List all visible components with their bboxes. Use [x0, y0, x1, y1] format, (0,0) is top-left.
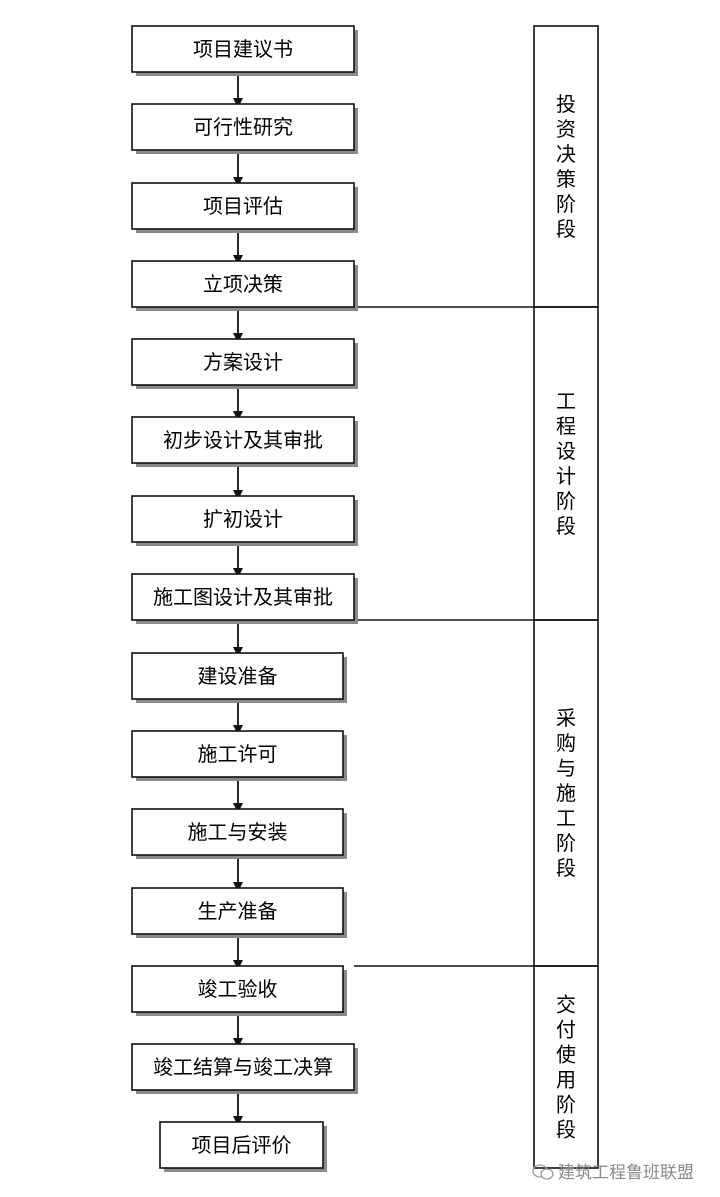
step-box-frame	[131, 103, 355, 151]
step-label: 施工与安装	[188, 820, 288, 844]
step-box-frame	[131, 495, 355, 543]
phase-section: 交付使用阶段	[354, 965, 599, 1169]
step-box: 施工图设计及其审批	[131, 573, 358, 624]
phase-label: 交付使用阶段	[556, 993, 576, 1142]
step-label: 立项决策	[203, 272, 283, 296]
phase-column	[533, 965, 599, 1169]
step-box: 扩初设计	[131, 495, 358, 546]
step-box-frame	[131, 25, 355, 73]
step-box-frame	[131, 652, 344, 700]
watermark-text: 建筑工程鲁班联盟	[558, 1163, 694, 1183]
step-box-frame	[131, 965, 344, 1013]
step-box: 项目建议书	[131, 25, 358, 76]
step-box-frame	[131, 260, 355, 308]
step-label: 生产准备	[198, 899, 278, 923]
step-label: 项目建议书	[193, 37, 293, 61]
watermark: 建筑工程鲁班联盟	[532, 1158, 694, 1183]
step-label: 项目评估	[203, 194, 283, 218]
step-label: 竣工结算与竣工决算	[153, 1055, 333, 1079]
step-box-frame	[131, 573, 355, 621]
step-box: 施工许可	[131, 730, 347, 781]
step-box: 竣工结算与竣工决算	[131, 1043, 358, 1094]
phase-label: 工程设计阶段	[556, 389, 576, 538]
step-label: 建设准备	[198, 664, 278, 688]
step-box: 建设准备	[131, 652, 347, 703]
step-box-frame	[159, 1121, 324, 1169]
phase-label: 投资决策阶段	[556, 92, 576, 241]
step-box-frame	[131, 887, 344, 935]
step-box-frame	[131, 338, 355, 386]
step-label: 初步设计及其审批	[163, 428, 323, 452]
step-label: 方案设计	[203, 350, 283, 374]
step-box: 竣工验收	[131, 965, 347, 1016]
step-box-frame	[131, 808, 344, 856]
step-label: 可行性研究	[193, 115, 293, 139]
step-box: 项目评估	[131, 182, 358, 233]
step-label: 竣工验收	[198, 977, 278, 1001]
phase-section: 工程设计阶段	[354, 306, 599, 621]
step-box: 施工与安装	[131, 808, 347, 859]
phase-section: 采购与施工阶段	[354, 619, 599, 967]
step-label: 项目后评价	[192, 1133, 292, 1157]
step-label: 扩初设计	[203, 507, 283, 531]
step-label: 施工图设计及其审批	[153, 585, 333, 609]
step-box: 立项决策	[131, 260, 358, 311]
step-box-frame	[131, 182, 355, 230]
step-box-frame	[131, 416, 355, 464]
step-box: 方案设计	[131, 338, 358, 389]
wechat-icon	[532, 1164, 554, 1180]
phase-label: 采购与施工阶段	[556, 706, 576, 880]
step-box-frame	[131, 730, 344, 778]
step-box-frame	[131, 1043, 355, 1091]
step-box: 生产准备	[131, 887, 347, 938]
phase-section: 投资决策阶段	[533, 25, 599, 308]
step-box: 可行性研究	[131, 103, 358, 154]
step-label: 施工许可	[198, 742, 278, 766]
step-box: 项目后评价	[159, 1121, 327, 1172]
step-box: 初步设计及其审批	[131, 416, 358, 467]
